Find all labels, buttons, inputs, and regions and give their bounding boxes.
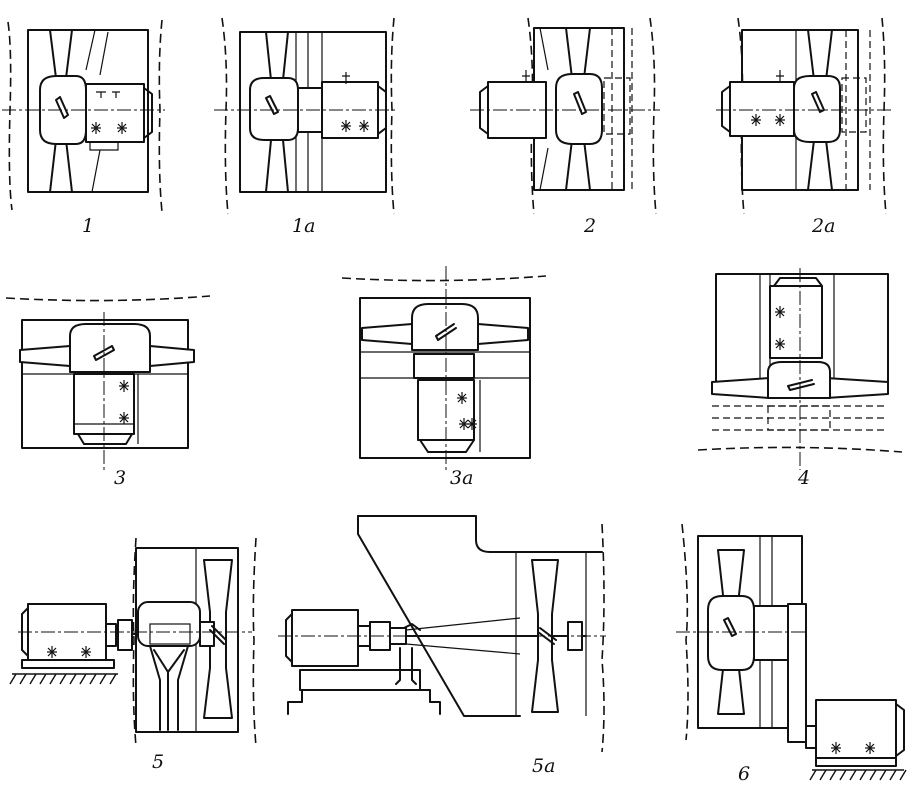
figure-label: 5a: [532, 755, 555, 777]
figure-4: 4: [697, 268, 903, 489]
figure-3: 3: [5, 295, 211, 489]
motor: [85, 83, 145, 143]
figure-label: 4: [797, 467, 810, 489]
figure-1: 1: [2, 19, 165, 237]
figure-2a: 2a: [716, 17, 894, 237]
figure-label: 2a: [811, 215, 835, 237]
figure-5: 5: [9, 537, 257, 773]
figure-label: 3: [114, 467, 126, 489]
figure-label: 6: [738, 763, 750, 785]
figure-label: 3a: [450, 467, 473, 489]
figure-label: 5: [152, 751, 164, 773]
figure-5a: 5a: [278, 515, 606, 777]
figure-1a: 1a: [214, 17, 398, 237]
figure-6: 6: [676, 523, 907, 785]
figure-label: 2: [583, 215, 596, 237]
figure-label: 1a: [292, 215, 315, 237]
figure-label: 1: [82, 215, 94, 237]
figure-3a: 3a: [341, 266, 547, 489]
figure-2: 2: [470, 17, 660, 237]
